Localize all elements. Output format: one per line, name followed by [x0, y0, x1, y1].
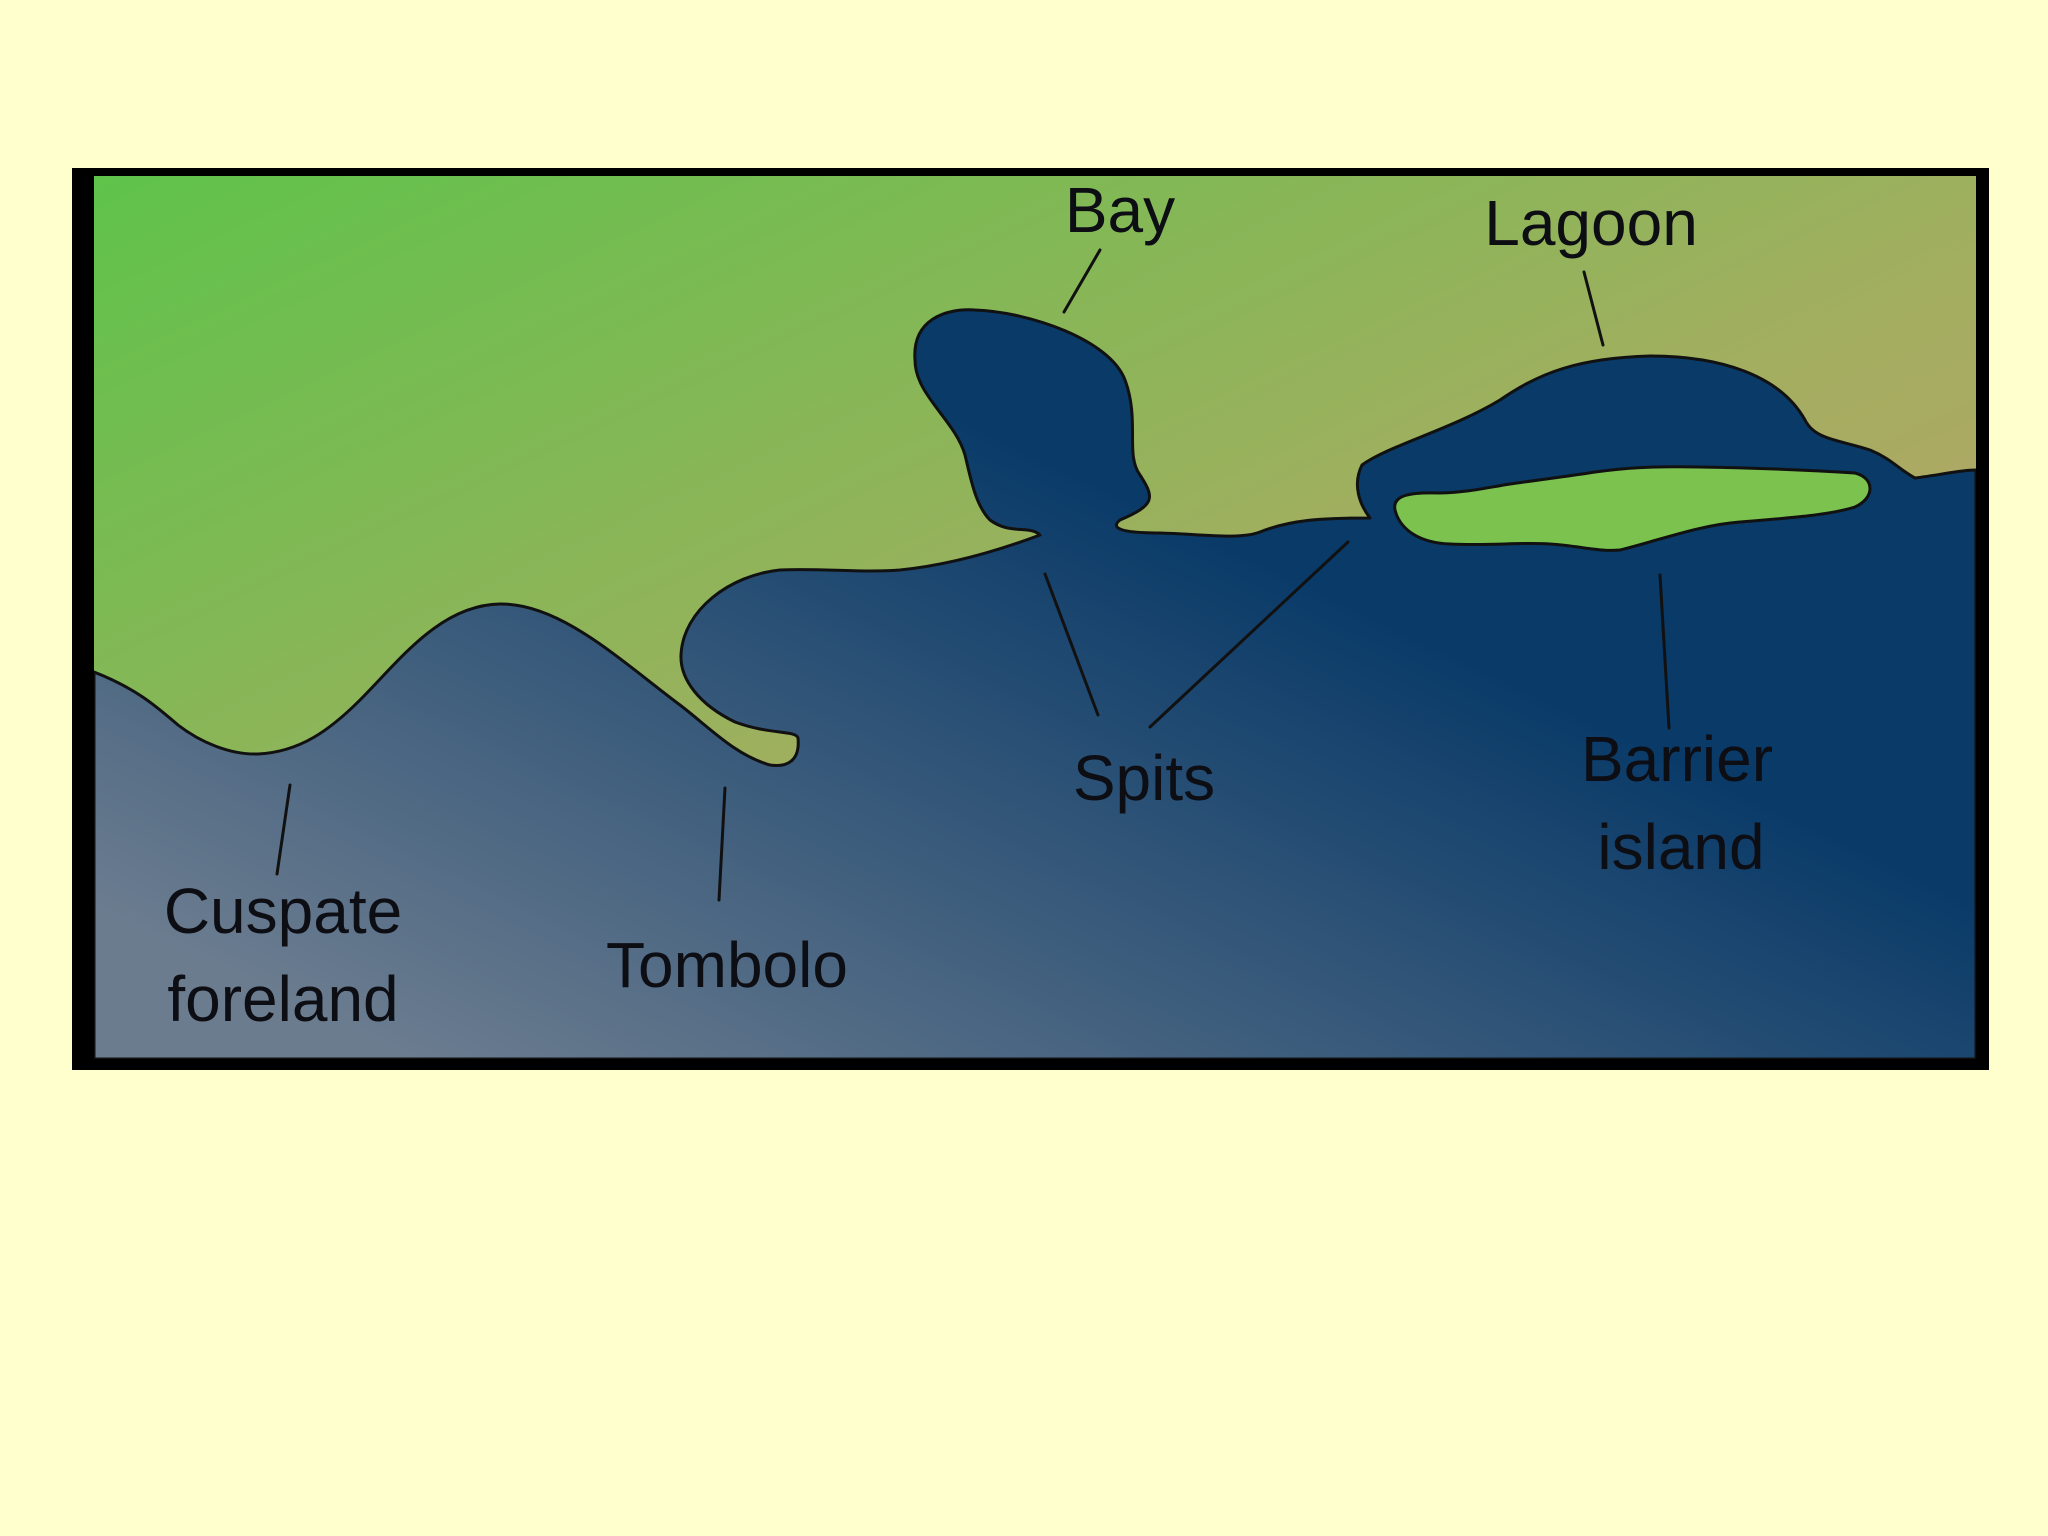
- spits-label: Spits: [1073, 742, 1215, 814]
- barrier-leader: [1658, 573, 1671, 730]
- spits-leader-right: [1148, 540, 1350, 729]
- tombolo-leader: [717, 786, 727, 902]
- cuspate-leader: [275, 783, 292, 876]
- cuspate-label-line2: foreland: [167, 963, 398, 1035]
- lagoon-label: Lagoon: [1484, 187, 1698, 259]
- tombolo-label: Tombolo: [606, 929, 848, 1001]
- bay-label: Bay: [1065, 174, 1175, 246]
- barrier-label-line1: Barrier: [1581, 723, 1773, 795]
- cuspate-label-line1: Cuspate: [164, 875, 402, 947]
- barrier-label-line2: island: [1597, 811, 1764, 883]
- bay-leader: [1062, 248, 1102, 314]
- barrier-island: [1393, 465, 1872, 552]
- spits-leader-left: [1043, 572, 1100, 717]
- lagoon-leader: [1582, 270, 1605, 347]
